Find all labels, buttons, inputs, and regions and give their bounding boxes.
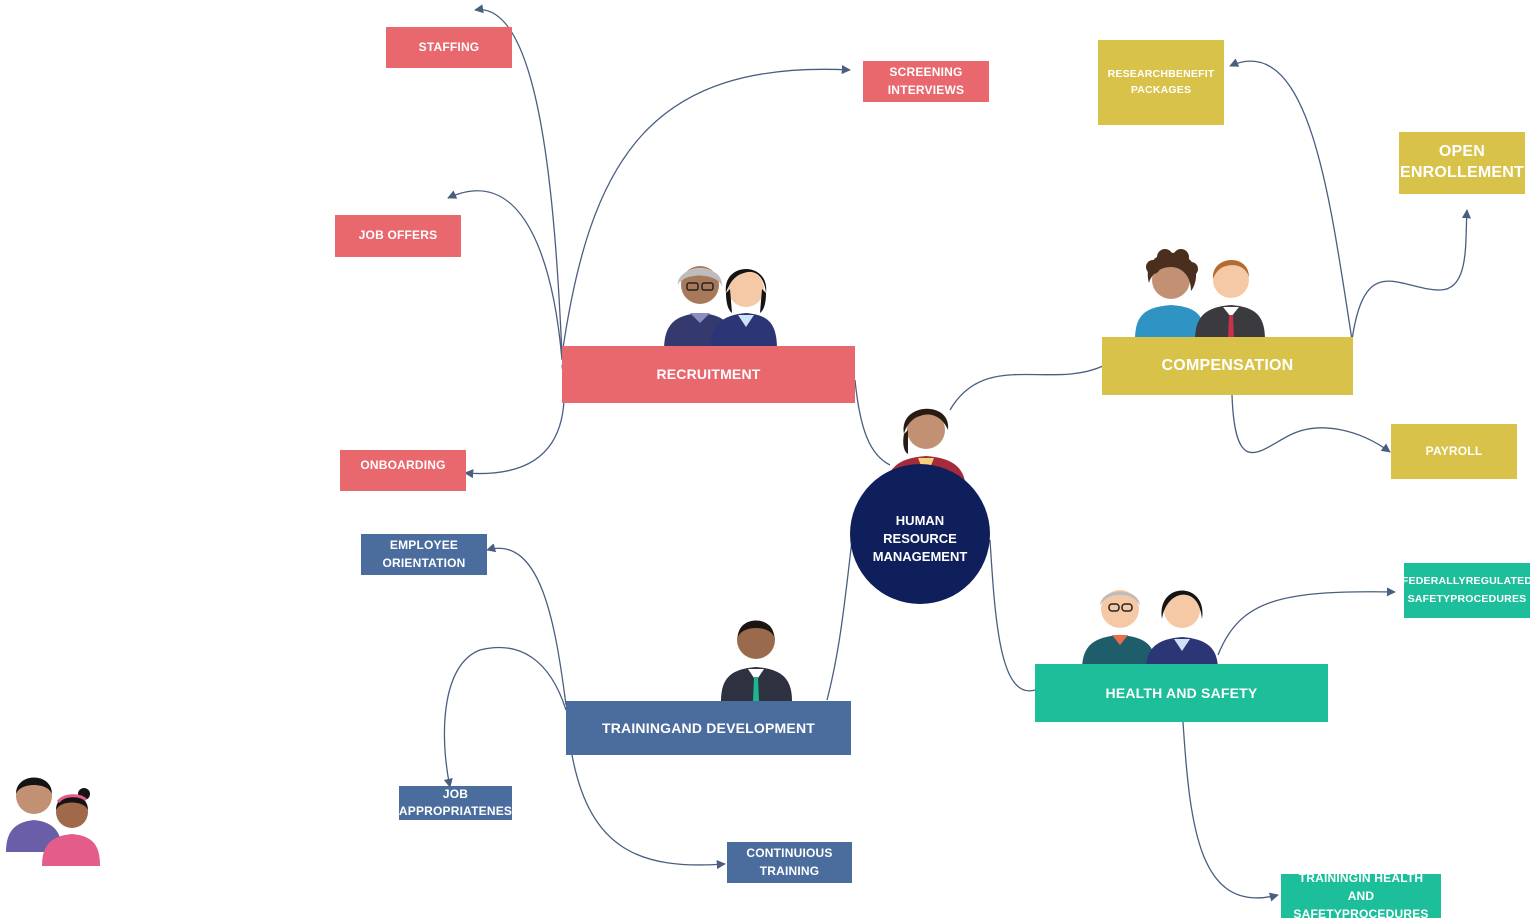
continuous-training-node[interactable]: CONTINUIOUS TRAINING (727, 842, 852, 883)
connector-job-offers (447, 190, 563, 361)
corner-people-pair-icon (6, 777, 100, 866)
job-offers-node[interactable]: JOB OFFERS (335, 215, 461, 257)
connector-research (1229, 58, 1353, 341)
connector-training-health (1182, 721, 1279, 902)
training-health-safety-node[interactable]: TRAININGIN HEALTH AND SAFETYPROCEDURES (1281, 874, 1441, 918)
connector-federal (1217, 587, 1396, 656)
recruitment-node[interactable]: RECRUITMENT (562, 346, 855, 403)
connector-continuous (571, 754, 726, 870)
research-benefit-packages-node[interactable]: RESEARCHBENEFIT PACKAGES (1098, 40, 1224, 125)
employee-orientation-node[interactable]: EMPLOYEE ORIENTATION (361, 534, 487, 575)
training-development-node[interactable]: TRAININGAND DEVELOPMENT (566, 701, 851, 755)
connector-job-appropriateness (443, 646, 567, 788)
health-safety-node[interactable]: HEALTH AND SAFETY (1035, 664, 1328, 722)
connector-center-health (989, 539, 1036, 692)
connector-orientation (486, 543, 567, 706)
connector-staffing (474, 4, 563, 356)
connector-screening (561, 65, 851, 356)
connector-open-enrollment (1351, 209, 1471, 341)
connector-center-training (826, 539, 853, 701)
training-person-icon (721, 620, 792, 701)
onboarding-node[interactable]: ONBOARDING (340, 450, 466, 491)
staffing-node[interactable]: STAFFING (386, 27, 512, 68)
screening-interviews-node[interactable]: SCREENING INTERVIEWS (863, 61, 989, 102)
payroll-node[interactable]: PAYROLL (1391, 424, 1517, 479)
job-appropriateness-node[interactable]: JOB APPROPRIATENES (399, 786, 512, 820)
connector-center-recruitment (854, 379, 891, 466)
connector-center-compensation (949, 365, 1104, 411)
recruitment-people-pair-icon (664, 266, 777, 350)
federally-regulated-node[interactable]: FEDERALLYREGULATED SAFETYPROCEDURES (1404, 563, 1530, 618)
open-enrollment-node[interactable]: OPEN ENROLLEMENT (1399, 132, 1525, 194)
connector-payroll (1231, 394, 1391, 454)
health-people-pair-icon (1082, 590, 1218, 670)
connector-onboarding (464, 364, 565, 479)
central-topic-node[interactable]: HUMAN RESOURCE MANAGEMENT (850, 464, 990, 604)
compensation-people-pair-icon (1135, 249, 1265, 340)
compensation-node[interactable]: COMPENSATION (1102, 337, 1353, 395)
